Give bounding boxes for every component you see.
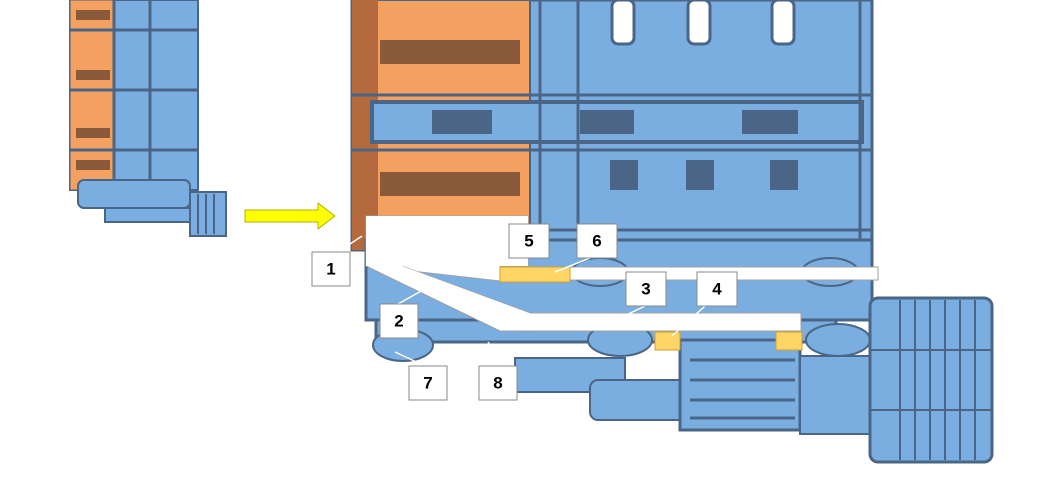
leader-lines: [337, 235, 706, 367]
callout-label-6: 6: [576, 223, 618, 259]
svg-text:7: 7: [423, 374, 432, 393]
svg-text:2: 2: [394, 312, 403, 331]
yellow-arrow-icon: [244, 201, 336, 231]
svg-text:5: 5: [524, 232, 533, 251]
highlight-parts: [499, 266, 803, 351]
highlight-part-4b: [775, 331, 803, 351]
thumbnail-machine: [69, 0, 227, 237]
callout-label-5: 5: [508, 223, 550, 259]
highlight-part-4a: [654, 331, 681, 351]
svg-text:8: 8: [493, 374, 502, 393]
svg-text:4: 4: [712, 280, 722, 299]
callout-label-1: 1: [311, 251, 351, 287]
callout-label-3: 3: [625, 271, 667, 307]
highlight-part-6: [499, 266, 571, 283]
callout-label-7: 7: [408, 365, 448, 401]
svg-text:1: 1: [326, 260, 335, 279]
callout-label-4: 4: [696, 271, 738, 307]
svg-text:6: 6: [592, 232, 601, 251]
svg-text:3: 3: [641, 280, 650, 299]
callout-label-8: 8: [478, 365, 518, 401]
callout-label-2: 2: [379, 303, 419, 339]
